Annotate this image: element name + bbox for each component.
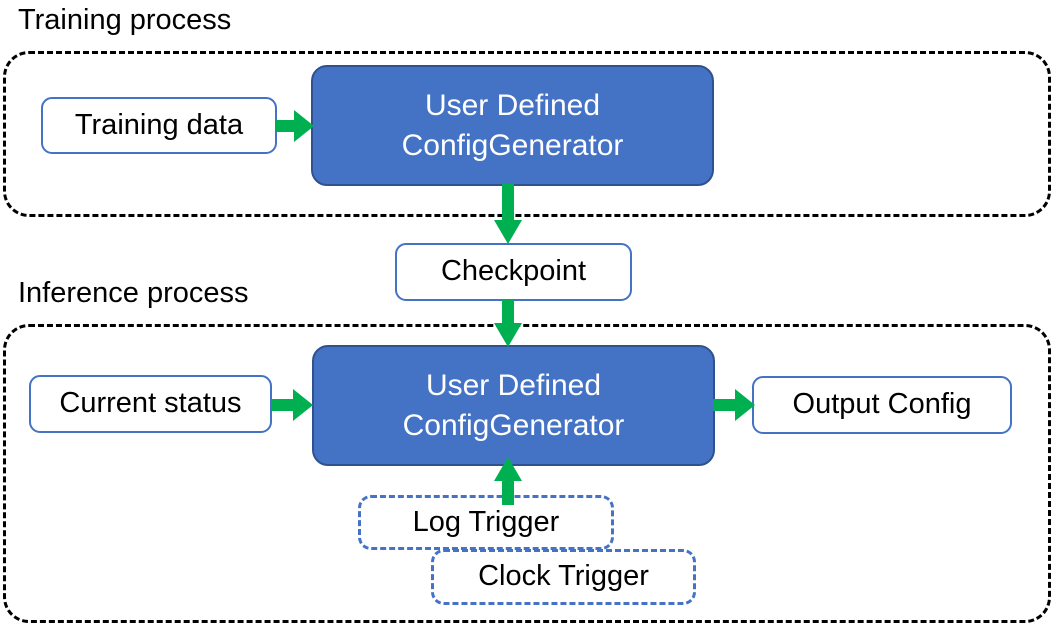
- node-log-trigger[interactable]: Log Trigger: [358, 495, 614, 550]
- arrow-generator-to-checkpoint-icon: [494, 184, 522, 244]
- arrow-generator-to-output-config-icon: [713, 389, 755, 421]
- arrow-trigger-to-generator-icon: [494, 457, 522, 505]
- inference-process-title: Inference process: [18, 277, 249, 309]
- node-training-data[interactable]: Training data: [41, 97, 277, 154]
- node-current-status[interactable]: Current status: [29, 375, 272, 433]
- node-training-user-defined-configgenerator[interactable]: User Defined ConfigGenerator: [311, 65, 714, 186]
- node-label-line-2: ConfigGenerator: [401, 128, 624, 162]
- node-label-line-2: ConfigGenerator: [402, 408, 625, 442]
- node-inference-user-defined-configgenerator[interactable]: User Defined ConfigGenerator: [312, 345, 715, 466]
- inference-process-group: [3, 324, 1051, 623]
- training-process-title: Training process: [18, 4, 232, 36]
- node-clock-trigger[interactable]: Clock Trigger: [431, 549, 696, 605]
- arrow-current-status-to-generator-icon: [271, 389, 313, 421]
- arrow-checkpoint-to-generator-icon: [494, 299, 522, 347]
- node-checkpoint[interactable]: Checkpoint: [395, 243, 632, 301]
- training-process-group: [3, 51, 1051, 217]
- node-label-line-1: User Defined: [424, 88, 601, 122]
- arrow-training-data-to-generator-icon: [276, 110, 314, 142]
- node-output-config[interactable]: Output Config: [752, 376, 1012, 434]
- node-label-line-1: User Defined: [425, 368, 602, 402]
